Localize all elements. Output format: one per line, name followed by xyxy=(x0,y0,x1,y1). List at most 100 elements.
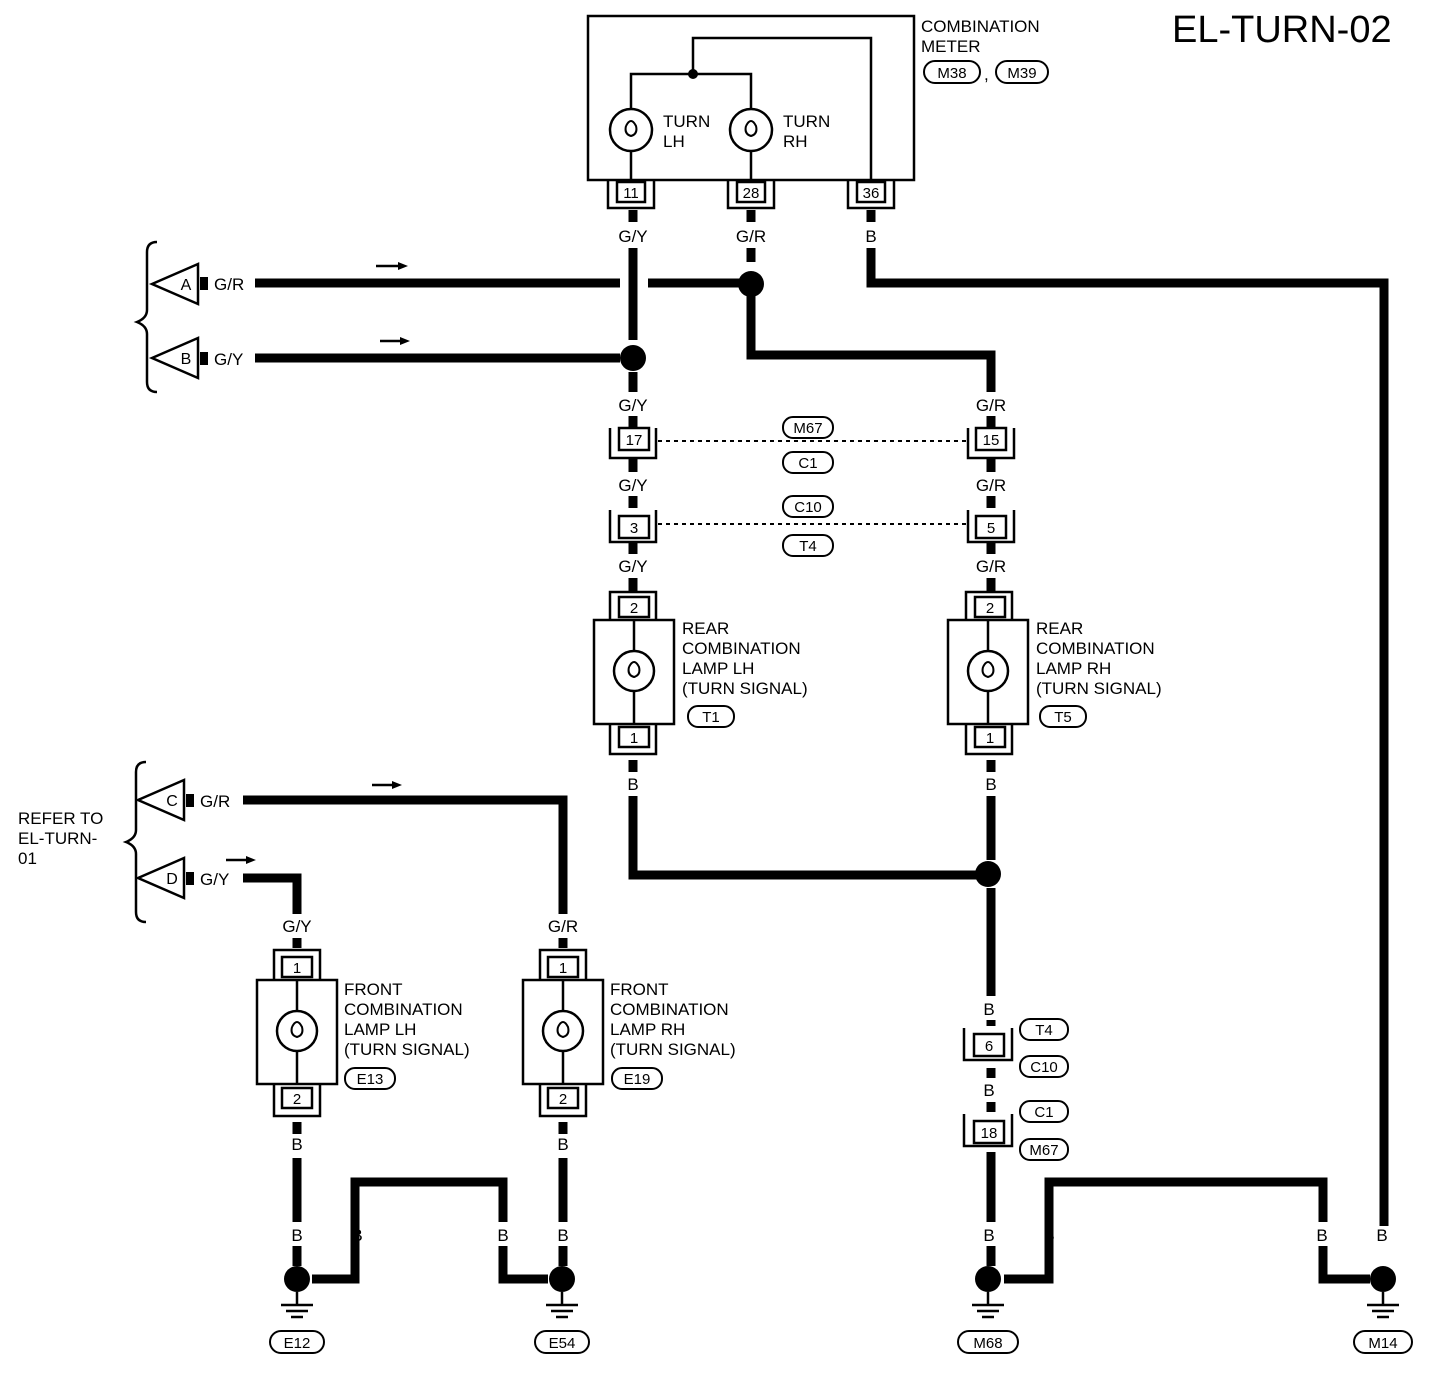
input-b-color: G/Y xyxy=(214,350,243,369)
bulb-icon xyxy=(966,649,1010,693)
connector-tag-t4: T4 xyxy=(782,534,834,557)
svg-text:E19: E19 xyxy=(624,1071,651,1088)
svg-text:T4: T4 xyxy=(1035,1022,1053,1039)
meter-connector-tag-2: M39 xyxy=(995,60,1049,84)
ground-connector-18: 18 xyxy=(962,1114,1014,1148)
rear-lamp-rh: 2 1 xyxy=(946,590,1030,756)
front-lamp-rh: 1 2 xyxy=(521,948,605,1118)
wire-label-b: B xyxy=(557,1226,568,1245)
svg-text:C10: C10 xyxy=(794,499,822,516)
svg-text:17: 17 xyxy=(626,432,643,449)
svg-text:C: C xyxy=(166,793,178,810)
svg-text:M38: M38 xyxy=(937,65,966,82)
svg-text:A: A xyxy=(181,277,192,294)
svg-text:3: 3 xyxy=(630,520,638,537)
turn-rh-label-2: RH xyxy=(783,132,808,151)
diagram-title: EL-TURN-02 xyxy=(1172,9,1392,51)
rear-lamp-rh-label-2: COMBINATION xyxy=(1036,639,1155,658)
wire-label-b: B xyxy=(1316,1226,1327,1245)
svg-text:1: 1 xyxy=(293,960,301,977)
flow-arrow-icon xyxy=(372,781,402,789)
svg-text:T1: T1 xyxy=(702,709,720,726)
connector-tag-c1-ground: C1 xyxy=(1019,1100,1069,1123)
turn-rh-bulb-icon xyxy=(728,107,774,153)
wire-label-gr: G/R xyxy=(548,917,578,936)
input-d-color: G/Y xyxy=(200,870,229,889)
svg-text:D: D xyxy=(166,871,178,888)
svg-text:18: 18 xyxy=(981,1125,998,1142)
svg-text:E13: E13 xyxy=(357,1071,384,1088)
meter-connector-tag-1: M38 xyxy=(923,60,981,84)
wire-label-gy: G/Y xyxy=(618,476,647,495)
wire-label-b: B xyxy=(557,1135,568,1154)
front-lamp-rh-label-1: FRONT xyxy=(610,980,669,999)
flow-arrow-icon xyxy=(376,262,408,270)
svg-text:1: 1 xyxy=(559,960,567,977)
meter-pin-36: 36 xyxy=(846,180,896,210)
front-lamp-lh: 1 2 xyxy=(255,948,339,1118)
svg-text:36: 36 xyxy=(863,185,880,202)
meter-connector-separator: , xyxy=(984,65,989,84)
ground-m68: M68 xyxy=(957,1266,1019,1354)
bulb-icon xyxy=(275,1009,319,1053)
splice-a-junction xyxy=(738,271,764,297)
input-b-arrow: B xyxy=(148,336,208,380)
flow-arrow-icon xyxy=(380,337,410,345)
svg-text:2: 2 xyxy=(986,600,994,617)
svg-text:2: 2 xyxy=(630,600,638,617)
wire-label-b: B xyxy=(1043,1226,1054,1245)
svg-text:T4: T4 xyxy=(799,538,817,555)
front-lamp-lh-label-2: COMBINATION xyxy=(344,1000,463,1019)
wire-label-b: B xyxy=(985,775,996,794)
svg-text:E12: E12 xyxy=(284,1335,311,1352)
connector-tag-m67: M67 xyxy=(782,416,834,439)
refer-to-label-2: EL-TURN- xyxy=(18,829,97,848)
junction-connector-15: 15 xyxy=(966,426,1016,460)
svg-text:1: 1 xyxy=(630,730,638,747)
connector-tag-m67-ground: M67 xyxy=(1019,1138,1069,1161)
ground-symbol-icon xyxy=(972,1292,1004,1319)
wire-label-b: B xyxy=(983,1081,994,1100)
ground-symbol-icon xyxy=(546,1292,578,1319)
front-lamp-rh-label-2: COMBINATION xyxy=(610,1000,729,1019)
input-bracket-cd xyxy=(122,760,147,924)
front-lamp-lh-label-1: FRONT xyxy=(344,980,403,999)
rear-lamp-rh-label-1: REAR xyxy=(1036,619,1083,638)
refer-to-label-3: 01 xyxy=(18,849,37,868)
rear-lamp-lh: 2 1 xyxy=(592,590,676,756)
connector-tag-t4-ground: T4 xyxy=(1019,1018,1069,1041)
ground-e12: E12 xyxy=(269,1266,325,1354)
junction-connector-17: 17 xyxy=(608,426,658,460)
front-lamp-rh-label-3: LAMP RH xyxy=(610,1020,685,1039)
bulb-icon xyxy=(612,649,656,693)
svg-text:M39: M39 xyxy=(1007,65,1036,82)
wire-label-gr: G/R xyxy=(976,476,1006,495)
turn-lh-label-1: TURN xyxy=(663,112,710,131)
svg-text:15: 15 xyxy=(983,432,1000,449)
connector-tag-t5: T5 xyxy=(1039,705,1087,728)
ground-connector-6: 6 xyxy=(962,1028,1014,1062)
junction-connector-5: 5 xyxy=(966,510,1016,544)
wire-label-gy: G/Y xyxy=(618,557,647,576)
meter-pin-11: 11 xyxy=(606,180,656,210)
wire-label-b: B xyxy=(1376,1226,1387,1245)
input-c-color: G/R xyxy=(200,792,230,811)
svg-text:C1: C1 xyxy=(1034,1104,1053,1121)
rear-lamp-rh-label-4: (TURN SIGNAL) xyxy=(1036,679,1162,698)
svg-text:B: B xyxy=(181,351,192,368)
wire-label-gr: G/R xyxy=(976,557,1006,576)
wire-label-b: B xyxy=(497,1226,508,1245)
connector-tag-e13: E13 xyxy=(344,1067,396,1090)
splice-rear-ground-junction xyxy=(975,861,1001,887)
wire-label-gy: G/Y xyxy=(618,227,647,246)
meter-label-2: METER xyxy=(921,37,981,56)
front-lamp-lh-label-3: LAMP LH xyxy=(344,1020,416,1039)
svg-text:28: 28 xyxy=(743,185,760,202)
input-c-arrow: C xyxy=(134,778,194,822)
meter-label-1: COMBINATION xyxy=(921,17,1040,36)
svg-text:E54: E54 xyxy=(549,1335,576,1352)
ground-symbol-icon xyxy=(1367,1292,1399,1319)
wire-label-b: B xyxy=(291,1135,302,1154)
turn-rh-label-1: TURN xyxy=(783,112,830,131)
meter-internal-junction xyxy=(688,69,698,79)
